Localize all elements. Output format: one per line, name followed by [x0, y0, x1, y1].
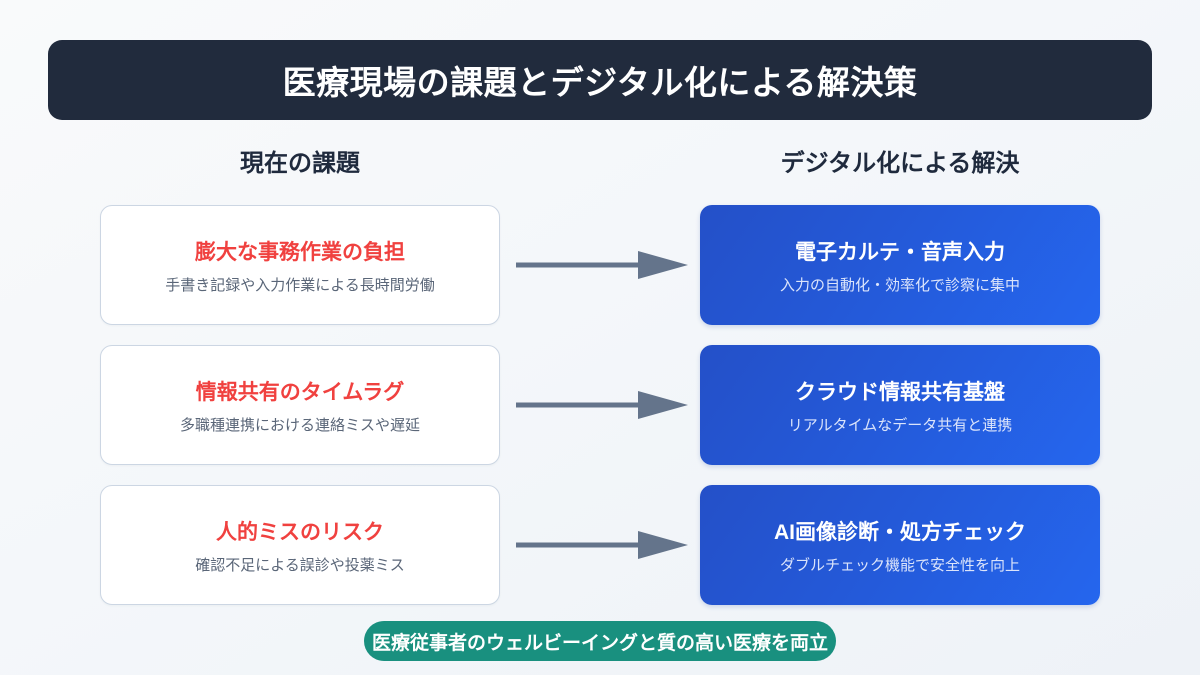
- comparison-row: 膨大な事務作業の負担 手書き記録や入力作業による長時間労働 電子カルテ・音声入力…: [0, 205, 1200, 325]
- problem-description: 多職種連携における連絡ミスや遅延: [179, 416, 420, 434]
- problem-card[interactable]: 人的ミスのリスク 確認不足による誤診や投薬ミス: [100, 485, 500, 605]
- page-title: 医療現場の課題とデジタル化による解決策: [282, 64, 918, 101]
- solution-card[interactable]: 電子カルテ・音声入力 入力の自動化・効率化で診察に集中: [700, 205, 1100, 325]
- arrow-right-icon: [512, 389, 692, 421]
- solution-title: クラウド情報共有基盤: [795, 380, 1005, 404]
- problem-title: 膨大な事務作業の負担: [195, 240, 405, 264]
- solution-title: 電子カルテ・音声入力: [795, 240, 1005, 264]
- title-bar: 医療現場の課題とデジタル化による解決策: [48, 40, 1152, 120]
- comparison-row: 情報共有のタイムラグ 多職種連携における連絡ミスや遅延 クラウド情報共有基盤 リ…: [0, 345, 1200, 465]
- solution-description: リアルタイムなデータ共有と連携: [787, 416, 1013, 434]
- problem-title: 情報共有のタイムラグ: [195, 380, 405, 404]
- problem-card[interactable]: 情報共有のタイムラグ 多職種連携における連絡ミスや遅延: [100, 345, 500, 465]
- solution-card[interactable]: AI画像診断・処方チェック ダブルチェック機能で安全性を向上: [700, 485, 1100, 605]
- problem-description: 確認不足による誤診や投薬ミス: [195, 556, 405, 574]
- banner-pill: 医療従事者のウェルビーイングと質の高い医療を両立: [363, 621, 836, 661]
- problem-title: 人的ミスのリスク: [216, 520, 384, 544]
- arrow-right-icon: [512, 249, 692, 281]
- column-header-problems: 現在の課題: [240, 149, 360, 177]
- column-header-solutions: デジタル化による解決: [780, 149, 1020, 177]
- solution-card[interactable]: クラウド情報共有基盤 リアルタイムなデータ共有と連携: [700, 345, 1100, 465]
- footer-banner: 医療従事者のウェルビーイングと質の高い医療を両立: [0, 618, 1200, 664]
- problem-description: 手書き記録や入力作業による長時間労働: [165, 276, 435, 294]
- solution-description: 入力の自動化・効率化で診察に集中: [779, 276, 1020, 294]
- problem-card[interactable]: 膨大な事務作業の負担 手書き記録や入力作業による長時間労働: [100, 205, 500, 325]
- comparison-row: 人的ミスのリスク 確認不足による誤診や投薬ミス AI画像診断・処方チェック ダブ…: [0, 485, 1200, 605]
- solution-description: ダブルチェック機能で安全性を向上: [779, 556, 1020, 574]
- arrow-right-icon: [512, 529, 692, 561]
- solution-title: AI画像診断・処方チェック: [774, 520, 1026, 544]
- banner-text: 医療従事者のウェルビーイングと質の高い医療を両立: [371, 632, 828, 654]
